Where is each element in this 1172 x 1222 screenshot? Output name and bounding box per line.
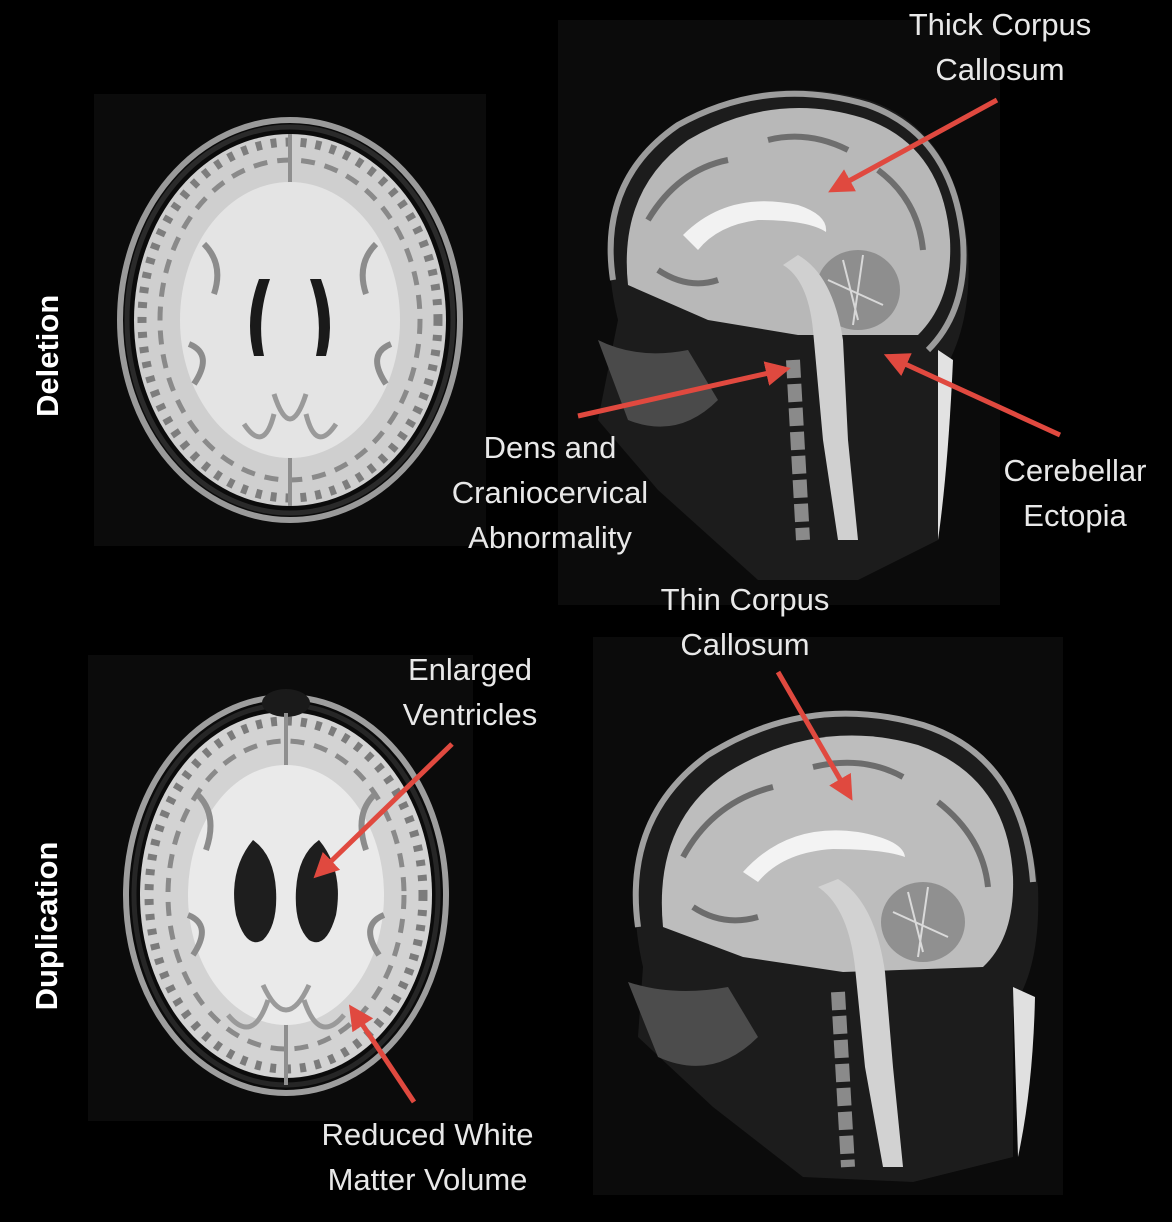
mri-deletion-axial: [94, 94, 486, 546]
mri-duplication-sagittal: [593, 637, 1063, 1195]
annotation-dens-craniocervical: Dens and Craniocervical Abnormality: [451, 430, 649, 555]
row-label-deletion: Deletion: [30, 294, 65, 417]
annotation-thick-corpus-callosum: Thick Corpus Callosum: [908, 7, 1092, 87]
annotation-thin-corpus-callosum: Thin Corpus Callosum: [660, 582, 830, 662]
row-label-duplication: Duplication: [29, 841, 64, 1011]
mri-deletion-sagittal: [558, 20, 1000, 605]
annotation-cerebellar-ectopia: Cerebellar Ectopia: [1003, 453, 1147, 533]
annotation-enlarged-ventricles: Enlarged Ventricles: [402, 652, 538, 732]
annotation-reduced-white-matter: Reduced White Matter Volume: [321, 1117, 534, 1197]
